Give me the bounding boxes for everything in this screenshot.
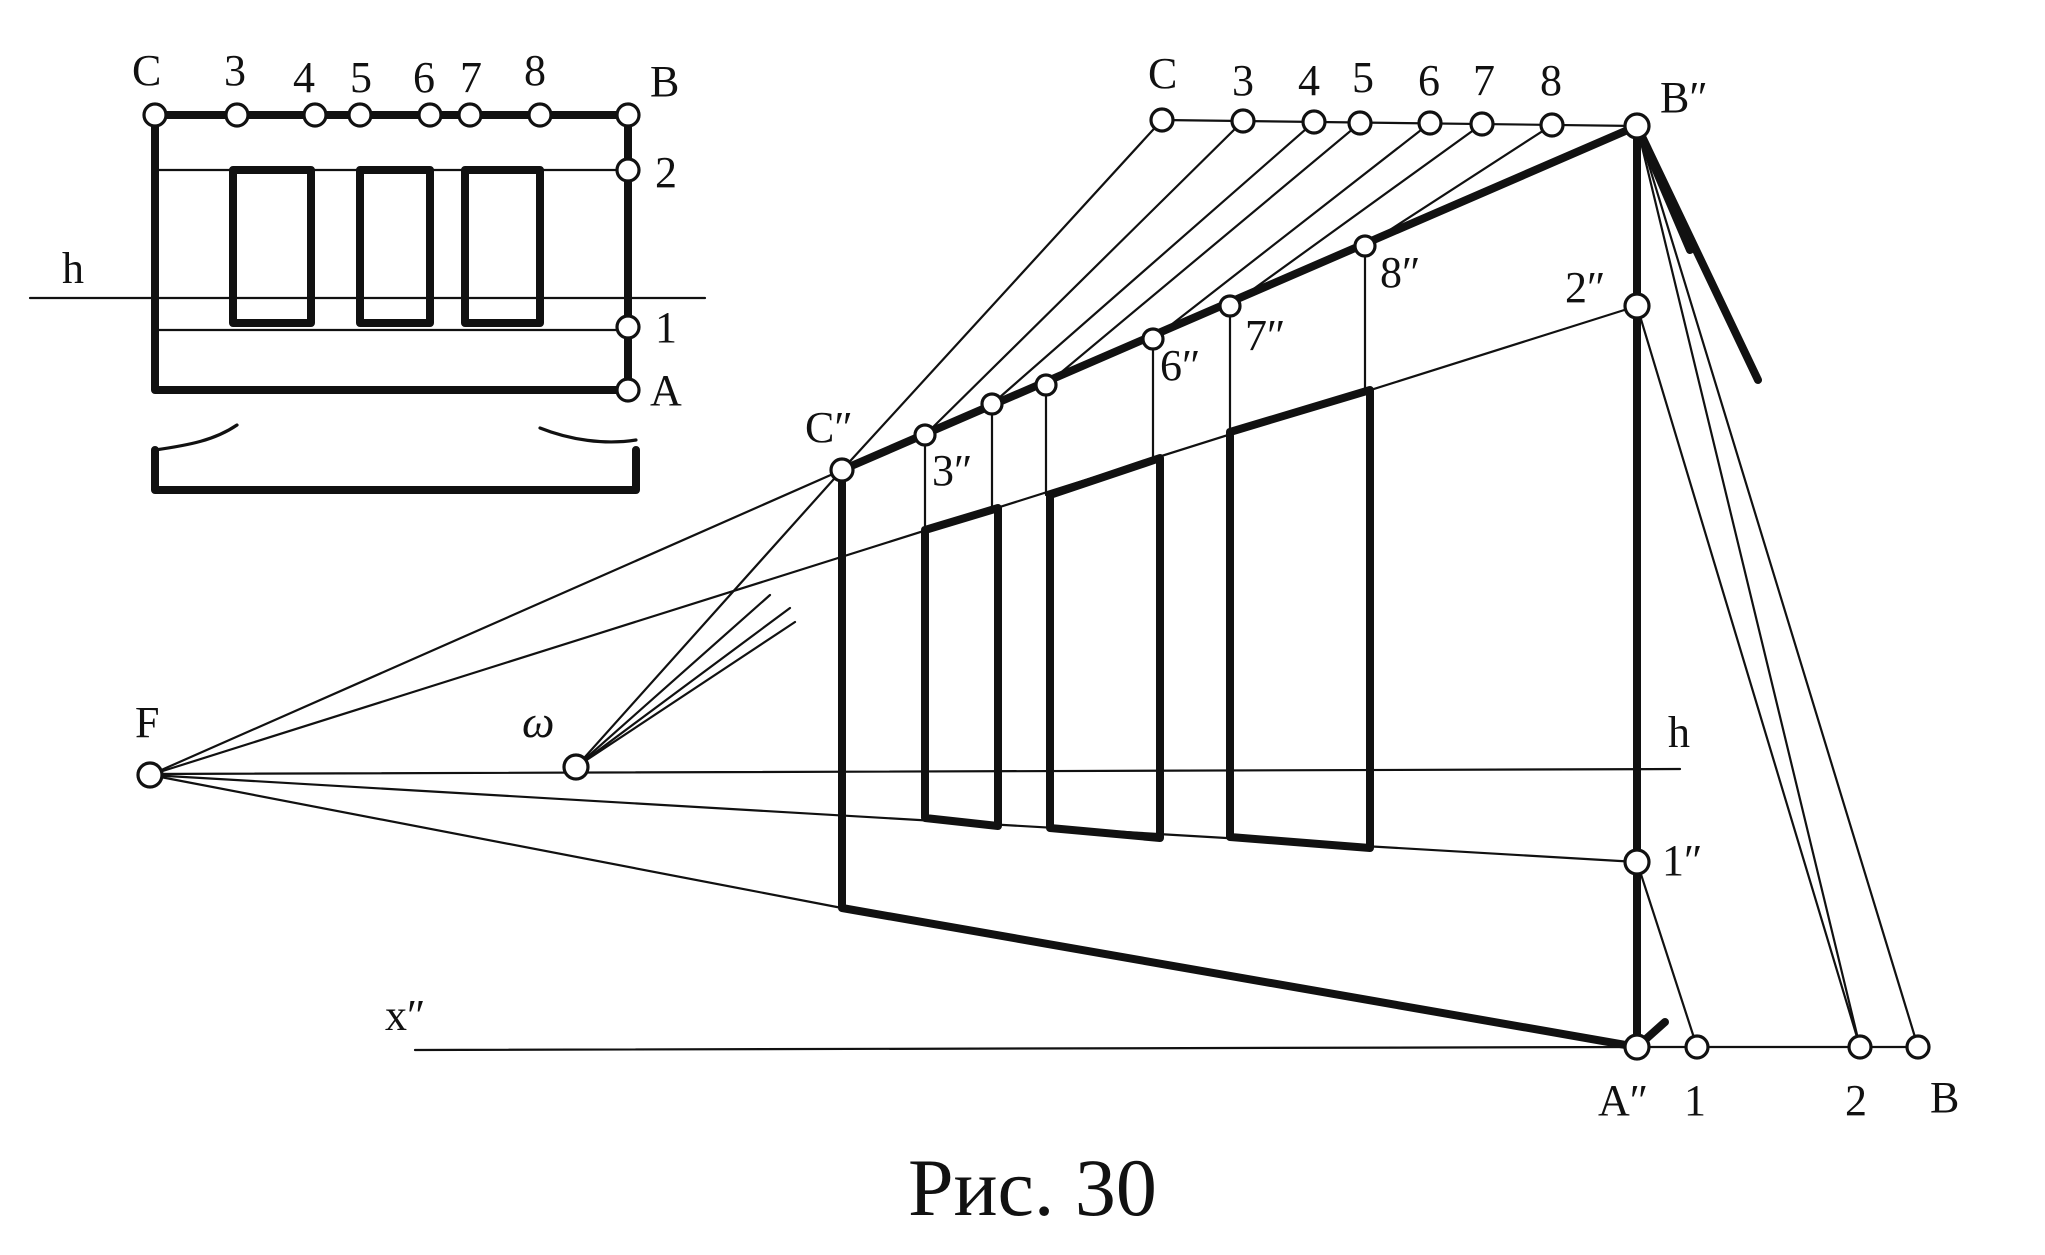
figure-caption: Рис. 30 [908, 1142, 1157, 1233]
inset-label-8: 8 [524, 46, 546, 95]
label-top-c: C [1148, 49, 1177, 98]
label-6-double-prime: 6″ [1160, 341, 1200, 390]
inset-label-7: 7 [460, 53, 482, 102]
ground-line [413, 1045, 1642, 1052]
label-2-double-prime: 2″ [1565, 263, 1605, 312]
label-top-8: 8 [1540, 56, 1562, 105]
inset-horizon-label: h [62, 244, 84, 293]
facade-outline [838, 122, 1641, 1051]
label-f: F [135, 698, 159, 747]
inset-window-3 [461, 166, 544, 327]
inset-label-c: C [132, 46, 161, 95]
inset-facade-plan: C 3 4 5 6 7 8 B 2 1 A h [28, 46, 707, 494]
label-ground-b: B [1930, 1073, 1959, 1122]
label-top-5: 5 [1352, 53, 1374, 102]
window-1 [921, 504, 1002, 830]
label-1-double-prime: 1″ [1662, 836, 1702, 885]
inset-label-6: 6 [413, 53, 435, 102]
horizon-line [143, 767, 1682, 776]
label-ground-2: 2 [1845, 1076, 1867, 1125]
label-omega: ω [522, 696, 554, 747]
inset-label-4: 4 [293, 53, 315, 102]
inset-label-3: 3 [224, 46, 246, 95]
inset-label-a: A [650, 366, 682, 415]
inset-label-5: 5 [350, 53, 372, 102]
label-top-3: 3 [1232, 56, 1254, 105]
label-top-6: 6 [1418, 56, 1440, 105]
label-x: x″ [385, 991, 425, 1040]
label-ground-1: 1 [1684, 1076, 1706, 1125]
window-3 [1226, 386, 1374, 852]
window-2 [1046, 454, 1164, 842]
inset-label-1: 1 [655, 303, 677, 352]
label-7-double-prime: 7″ [1245, 311, 1285, 360]
label-top-4: 4 [1298, 56, 1320, 105]
label-h: h [1668, 708, 1690, 757]
inset-window-1 [229, 166, 315, 327]
perspective-construction: F ω h x″ C 3 4 5 6 7 8 B″ C″ 3″ 6″ 7″ 8″… [135, 49, 1959, 1125]
label-3-double-prime: 3″ [932, 446, 972, 495]
inset-label-b: B [650, 57, 679, 106]
label-top-7: 7 [1473, 56, 1495, 105]
inset-window-2 [356, 166, 434, 327]
label-b-double-prime: B″ [1660, 73, 1708, 122]
label-c-double-prime: C″ [805, 403, 853, 452]
label-8-double-prime: 8″ [1380, 248, 1420, 297]
label-a-double-prime: A″ [1598, 1076, 1648, 1125]
inset-label-2: 2 [655, 148, 677, 197]
